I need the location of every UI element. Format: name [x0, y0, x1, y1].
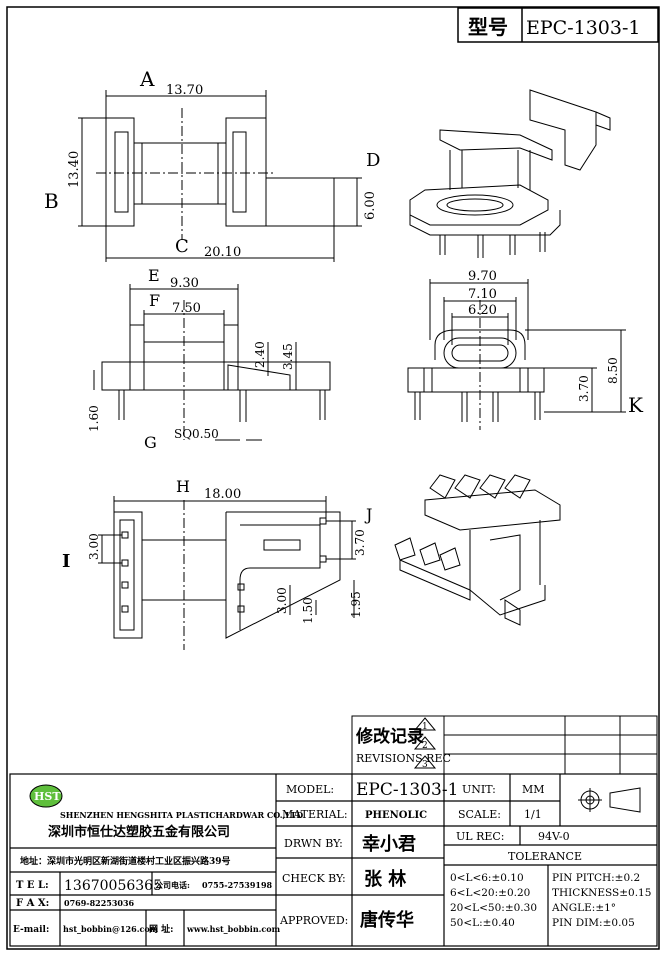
web-value: www.hst_bobbin.com [186, 924, 281, 934]
dim-label-J: J [364, 505, 372, 524]
dim-label-G: G [144, 433, 157, 452]
view-front [93, 284, 331, 441]
phone-value: 0755-27539198 [202, 880, 273, 890]
dim-value-850: 8.50 [606, 357, 620, 384]
dim-value-1800: 18.00 [204, 487, 241, 502]
dim-value-370-side: 3.70 [577, 375, 591, 402]
revisions-title-cn: 修改记录 [355, 726, 424, 747]
dim-value-A: 13.70 [166, 83, 203, 98]
check-by-value: 张 林 [364, 868, 406, 890]
email-label: E-mail: [13, 925, 49, 935]
header-model-label: 型号 [468, 15, 508, 39]
company-name-cn: 深圳市恒仕达塑胶五金有限公司 [48, 824, 230, 840]
company-address: 地址：深圳市光明区新湖街道楼村工业区振兴路39号 [20, 855, 231, 867]
fax-value: 0769-82253036 [64, 898, 135, 908]
unit-value: MM [522, 783, 545, 796]
view-bottom [98, 496, 356, 650]
projection-symbol-icon [578, 787, 641, 813]
tolerance-thickness: THICKNESS±0.15 [552, 887, 651, 899]
sheet-border [6, 6, 660, 950]
revision-number-2: 2 [422, 741, 428, 751]
drawn-by-value: 幸小君 [362, 833, 416, 855]
approved-value: 唐传华 [360, 909, 414, 931]
model-label: MODEL: [286, 783, 334, 796]
dim-label-C: C [175, 236, 189, 257]
dim-label-H: H [176, 477, 190, 496]
header-model-box: 型号 EPC-1303-1 [457, 7, 659, 43]
dim-label-F: F [149, 291, 160, 310]
material-label: MATERIAL: [282, 808, 348, 821]
dim-label-K: K [628, 393, 644, 417]
ul-value: 94V-0 [538, 830, 570, 843]
tolerance-angle: ANGLE:±1° [551, 902, 616, 914]
fax-label: F A X: [16, 898, 49, 909]
dim-value-710: 7.10 [468, 287, 497, 302]
dim-label-I: I [62, 551, 70, 572]
email-value: hst_bobbin@126.com [63, 924, 159, 934]
dim-value-970: 9.70 [468, 269, 497, 284]
dim-value-150: 1.50 [301, 597, 315, 624]
tolerance-label: TOLERANCE [508, 850, 582, 863]
dim-value-D: 6.00 [363, 191, 378, 220]
dim-label-D: D [366, 150, 380, 171]
model-value: EPC-1303-1 [356, 780, 458, 800]
title-block-grid [9, 773, 658, 947]
tolerance-row-1: 0<L<6:±0.10 [450, 872, 524, 884]
company-logo: HST [29, 784, 63, 808]
approved-label: APPROVED: [279, 914, 348, 927]
dim-value-E: 9.30 [170, 276, 199, 291]
dim-value-C: 20.10 [204, 245, 241, 260]
dim-value-370-bottom: 3.70 [353, 529, 367, 556]
tolerance-row-3: 20<L<50:±0.30 [450, 902, 537, 914]
tolerance-pin-dim: PIN DIM:±0.05 [552, 917, 635, 929]
header-model-value: EPC-1303-1 [526, 17, 640, 39]
check-by-label: CHECK BY: [282, 872, 346, 885]
dim-value-B: 13.40 [67, 151, 82, 188]
dim-value-195: 1.95 [349, 591, 363, 618]
tolerance-pin-pitch: PIN PITCH:±0.2 [552, 872, 640, 884]
tel-label: T E L: [16, 880, 49, 891]
scale-value: 1/1 [524, 808, 542, 821]
material-value: PHENOLIC [365, 810, 427, 821]
scale-label: SCALE: [458, 808, 501, 821]
dim-value-620: 6.20 [468, 303, 497, 318]
dim-label-B: B [44, 189, 59, 213]
view-iso-bottom [394, 474, 561, 626]
dim-value-240: 2.40 [253, 341, 267, 368]
dim-value-345: 3.45 [281, 343, 295, 370]
dim-value-F: 7.50 [172, 301, 201, 316]
revision-number-1: 1 [422, 722, 428, 732]
dim-value-sq: SQ0.50 [174, 427, 219, 441]
web-label: 网 址: [149, 923, 173, 935]
company-name-en: SHENZHEN HENGSHITA PLASTICHARDWAR CO.,LT… [60, 810, 303, 820]
tel-value: 13670056365 [64, 878, 162, 894]
unit-label: UNIT: [462, 783, 496, 796]
drawn-by-label: DRWN BY: [284, 837, 343, 850]
view-side [407, 279, 626, 430]
revisions-title-en: REVISIONS REC [356, 752, 451, 765]
ul-label: UL REC: [456, 830, 505, 843]
view-top [78, 90, 362, 262]
tolerance-row-2: 6<L<20:±0.20 [450, 887, 530, 899]
phone-label: 公司电话: [155, 880, 190, 890]
view-iso-top [409, 89, 611, 258]
dim-label-A: A [139, 67, 155, 91]
tolerance-row-4: 50<L:±0.40 [450, 917, 515, 929]
dim-value-160: 1.60 [87, 405, 101, 432]
dim-value-300-bottom: 3.00 [275, 587, 289, 614]
dim-label-E: E [148, 266, 160, 285]
logo-text: HST [34, 790, 61, 803]
revision-number-3: 3 [422, 760, 428, 770]
dim-value-300-left: 3.00 [87, 533, 101, 560]
